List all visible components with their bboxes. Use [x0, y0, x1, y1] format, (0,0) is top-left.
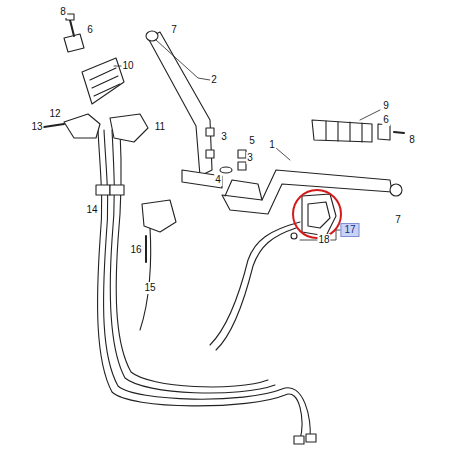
callout-number: 7: [394, 214, 402, 226]
callout-number: 2: [210, 74, 218, 86]
bar-end: [146, 31, 158, 41]
left-handlebar: [148, 32, 212, 176]
callout-number: 1: [268, 139, 276, 151]
switch-assembly: [142, 200, 176, 232]
cable-adjuster: [96, 185, 110, 195]
screw: [291, 233, 297, 239]
callout-number: 17: [340, 223, 359, 237]
callout-number: 9: [382, 100, 390, 112]
bolt: [394, 132, 404, 133]
cable-adjuster: [110, 185, 124, 195]
left-grip: [82, 58, 124, 104]
bar-end: [390, 184, 402, 196]
grip-ribs: [90, 68, 120, 96]
callout-number: 5: [248, 135, 256, 147]
right-grip: [312, 120, 372, 142]
switch-housing: [110, 114, 148, 142]
callout-number: 14: [85, 204, 98, 216]
callout-number: 12: [48, 108, 61, 120]
callout-number: 4: [214, 174, 222, 186]
bolt: [238, 162, 246, 170]
highlight-circle: [293, 190, 341, 238]
callout-number: 3: [220, 131, 228, 143]
callout-number: 6: [86, 24, 94, 36]
callout-number: 10: [121, 60, 134, 72]
handlebar-clamp: [182, 170, 222, 188]
throttle-housing: [302, 194, 336, 236]
callout-number: 18: [317, 234, 330, 246]
callout-number: 6: [382, 114, 390, 126]
screw: [145, 236, 147, 262]
switch-housing: [64, 114, 100, 138]
callout-number: 11: [154, 121, 166, 133]
bolt-head: [66, 14, 74, 20]
callout-number: 3: [246, 152, 254, 164]
callout-number: 13: [30, 121, 43, 133]
bolt: [206, 128, 214, 136]
bar-end-weight: [378, 124, 390, 140]
grip-ribs: [326, 121, 362, 142]
throttle-housing-detail: [308, 202, 330, 228]
cable-end: [294, 436, 304, 444]
bolt: [70, 20, 74, 36]
handlebar-clamp: [225, 180, 262, 200]
callout-number: 16: [129, 244, 142, 256]
washer: [220, 167, 232, 173]
bolt: [238, 150, 246, 158]
callout-number: 8: [59, 6, 67, 18]
callout-number: 7: [170, 24, 178, 36]
leader-lines: [114, 40, 380, 240]
callout-number: 8: [408, 134, 416, 146]
callout-number: 15: [143, 282, 156, 294]
screw: [44, 124, 64, 127]
cable-end: [306, 434, 316, 442]
bolt: [206, 150, 214, 158]
